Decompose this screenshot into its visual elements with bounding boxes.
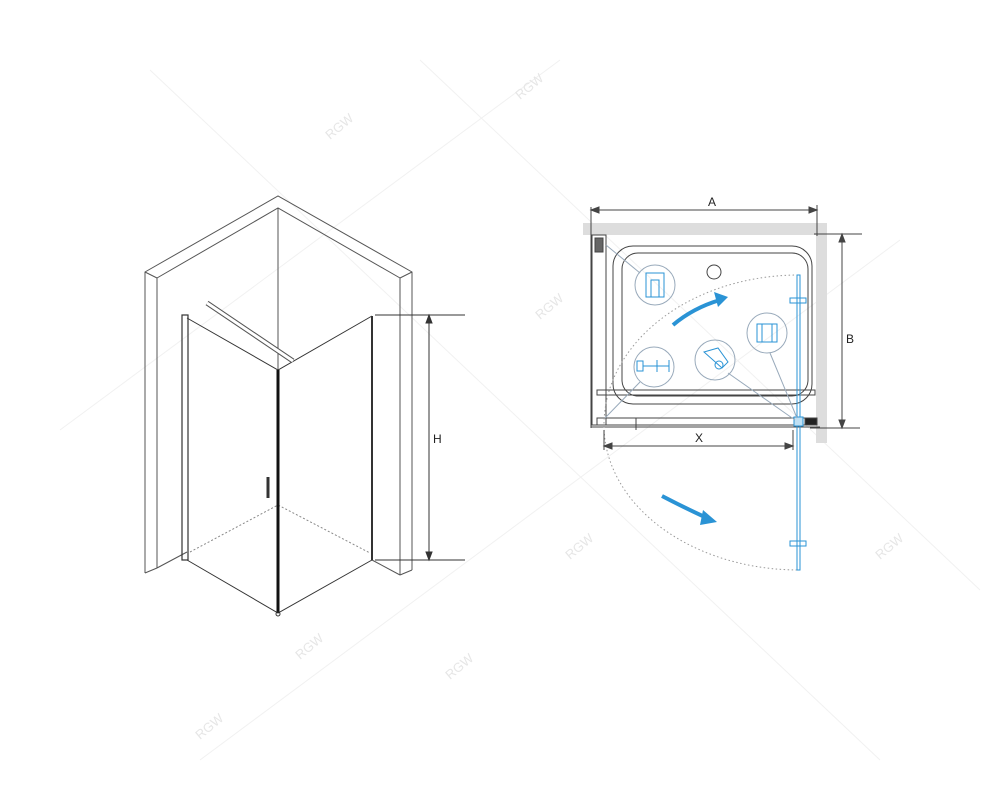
- svg-text:RGW: RGW: [192, 710, 227, 742]
- svg-text:RGW: RGW: [512, 70, 547, 102]
- door-panel: [789, 274, 807, 571]
- detail-hinge-icon: [746, 312, 788, 354]
- width-label: A: [708, 195, 716, 209]
- detail-wall-profile-icon: [634, 264, 676, 306]
- plan-view: [583, 205, 862, 571]
- svg-text:RGW: RGW: [442, 650, 477, 682]
- shower-tray-outer: [612, 245, 813, 405]
- depth-label: B: [846, 332, 854, 346]
- stabilizer-rail: [596, 389, 816, 396]
- detail-callouts: [604, 244, 798, 421]
- watermark-lines: [59, 59, 981, 761]
- door-width-label: X: [695, 431, 703, 445]
- door-hinge-pin: [275, 611, 281, 617]
- detail-connector-icon: [633, 346, 675, 388]
- width-dimension: [589, 205, 819, 428]
- back-wall: [583, 223, 827, 235]
- shower-tray-inner: [621, 252, 809, 397]
- svg-text:RGW: RGW: [562, 530, 597, 562]
- drain: [706, 264, 722, 280]
- door-x-dimension: [602, 430, 795, 450]
- side-wall: [816, 233, 827, 443]
- bottom-profile: [596, 417, 818, 426]
- shower-glass: [181, 300, 373, 617]
- door-swing-arc: [603, 274, 799, 571]
- height-label: H: [433, 432, 442, 446]
- svg-text:RGW: RGW: [532, 290, 567, 322]
- svg-text:RGW: RGW: [292, 630, 327, 662]
- svg-text:RGW: RGW: [322, 110, 357, 142]
- isometric-view: [144, 195, 465, 617]
- left-wall-profile: [181, 314, 189, 561]
- detail-bracket-icon: [694, 339, 736, 381]
- opening-direction-arrows: [661, 292, 728, 525]
- wall-profile: [591, 234, 607, 426]
- svg-text:RGW: RGW: [872, 530, 907, 562]
- arrow-down-icon: [661, 494, 708, 520]
- height-dimension: [375, 313, 465, 562]
- floor-outline: [189, 504, 371, 554]
- depth-dimension: [810, 232, 862, 430]
- arrow-up-icon: [671, 298, 721, 327]
